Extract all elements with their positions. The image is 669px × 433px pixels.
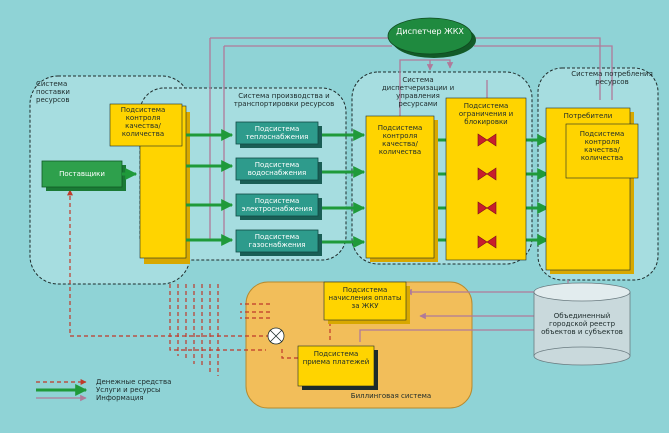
power-subsystem-label: Подсистема электроснабжения (241, 197, 313, 213)
heat-subsystem-label: Подсистема теплоснабжения (245, 125, 309, 141)
suppliers-box (41, 160, 123, 188)
production-system-title: Система производства и транспортировки р… (233, 92, 335, 108)
gas-subsystem-box (235, 229, 319, 253)
water-subsystem-box (235, 157, 319, 181)
billing-system-title: Биллинговая система (350, 392, 432, 400)
junction-cross-icon (269, 329, 283, 343)
dispatch-system-title: Система диспетчеризации и управления рес… (381, 76, 455, 108)
legend-services-label: Услуги и ресурсы (96, 386, 161, 394)
supply-system-title: Система поставки ресурсов (36, 80, 70, 104)
dispatch-quality-box (365, 115, 435, 259)
supply-quality-box (109, 103, 183, 147)
supply-quality-label: Подсистема контроля качества/ количества (120, 106, 166, 138)
consumer-quality-box (565, 123, 639, 179)
consumer-quality-label: Подсистема контроля качества/ количества (579, 130, 625, 162)
power-subsystem-box (235, 193, 319, 217)
dispatcher-ellipse (387, 17, 473, 55)
limit-column (445, 97, 527, 261)
legend-info-label: Информация (96, 394, 144, 402)
payment-subsystem-label: Подсистема приема платежей (302, 350, 370, 366)
payment-box (297, 345, 375, 387)
heat-subsystem-box (235, 121, 319, 145)
water-subsystem-label: Подсистема водоснабжения (247, 161, 307, 177)
registry-database-icon (533, 282, 631, 366)
valve-icons (477, 133, 497, 249)
consumption-system-title: Система потребления ресурсов (571, 70, 653, 86)
dispatcher-label: Диспетчер ЖКХ (396, 27, 464, 36)
accrual-subsystem-label: Подсистема начисления оплаты за ЖКУ (328, 286, 402, 310)
registry-label: Объединенный городской реестр объектов и… (541, 312, 623, 336)
suppliers-label: Поставщики (59, 170, 105, 178)
accrual-box (323, 281, 407, 321)
legend-money-label: Денежные средства (96, 378, 172, 386)
dispatch-quality-label: Подсистема контроля качества/ количества (377, 124, 423, 156)
gas-subsystem-label: Подсистема газоснабжения (248, 233, 306, 249)
consumers-label: Потребители (563, 112, 613, 120)
limit-subsystem-label: Подсистема ограничения и блокировки (458, 102, 514, 126)
info-flows (36, 37, 613, 402)
